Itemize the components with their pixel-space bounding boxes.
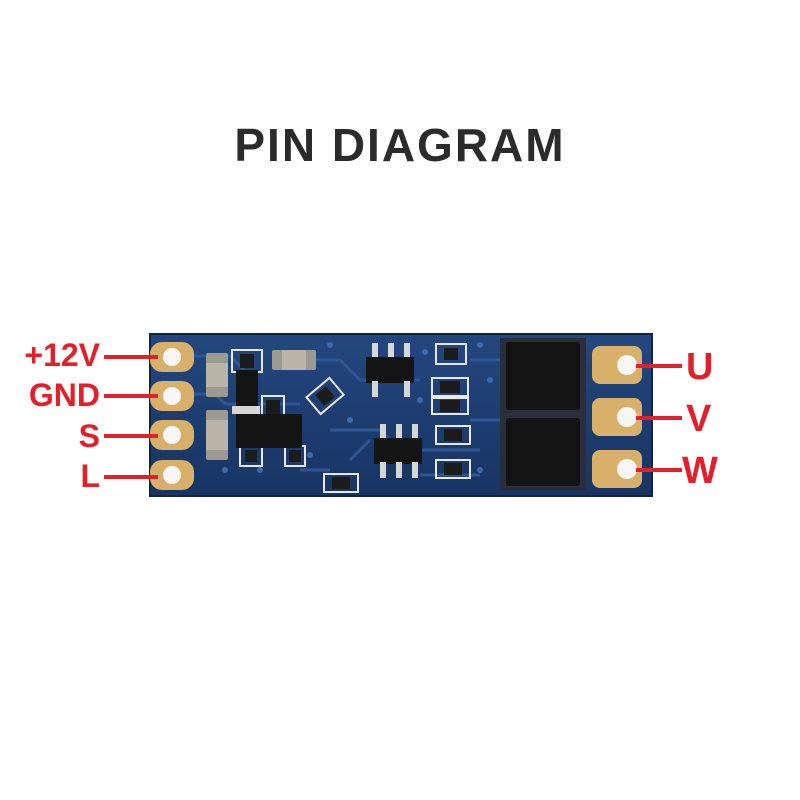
pin-lead-l [104, 475, 158, 479]
pin-lead-12v [104, 355, 158, 359]
pin-lead-w [636, 468, 682, 472]
mosfet-packages [500, 338, 586, 490]
pin-label-s: S [78, 418, 100, 454]
passive-bodies [240, 348, 462, 489]
sot-ic-bottom [374, 424, 422, 478]
pin-label-u: U [686, 346, 714, 388]
pin-lead-v [636, 416, 682, 420]
pcb-vias [222, 342, 493, 473]
left-pads [150, 342, 194, 490]
page-title: PIN DIAGRAM [234, 119, 566, 171]
pin-label-w: W [682, 450, 718, 492]
pin-lead-gnd [104, 394, 158, 398]
regulator-chip [232, 370, 302, 448]
pin-label-v: V [686, 398, 712, 440]
capacitors [206, 350, 316, 460]
pin-lead-u [636, 364, 682, 368]
pin-label-gnd: GND [28, 377, 100, 413]
pin-label-12v: +12V [24, 337, 100, 373]
pin-label-l: L [80, 458, 100, 494]
pin-lead-s [104, 434, 158, 438]
right-pads [592, 346, 642, 488]
sot-ic-top [366, 343, 414, 397]
